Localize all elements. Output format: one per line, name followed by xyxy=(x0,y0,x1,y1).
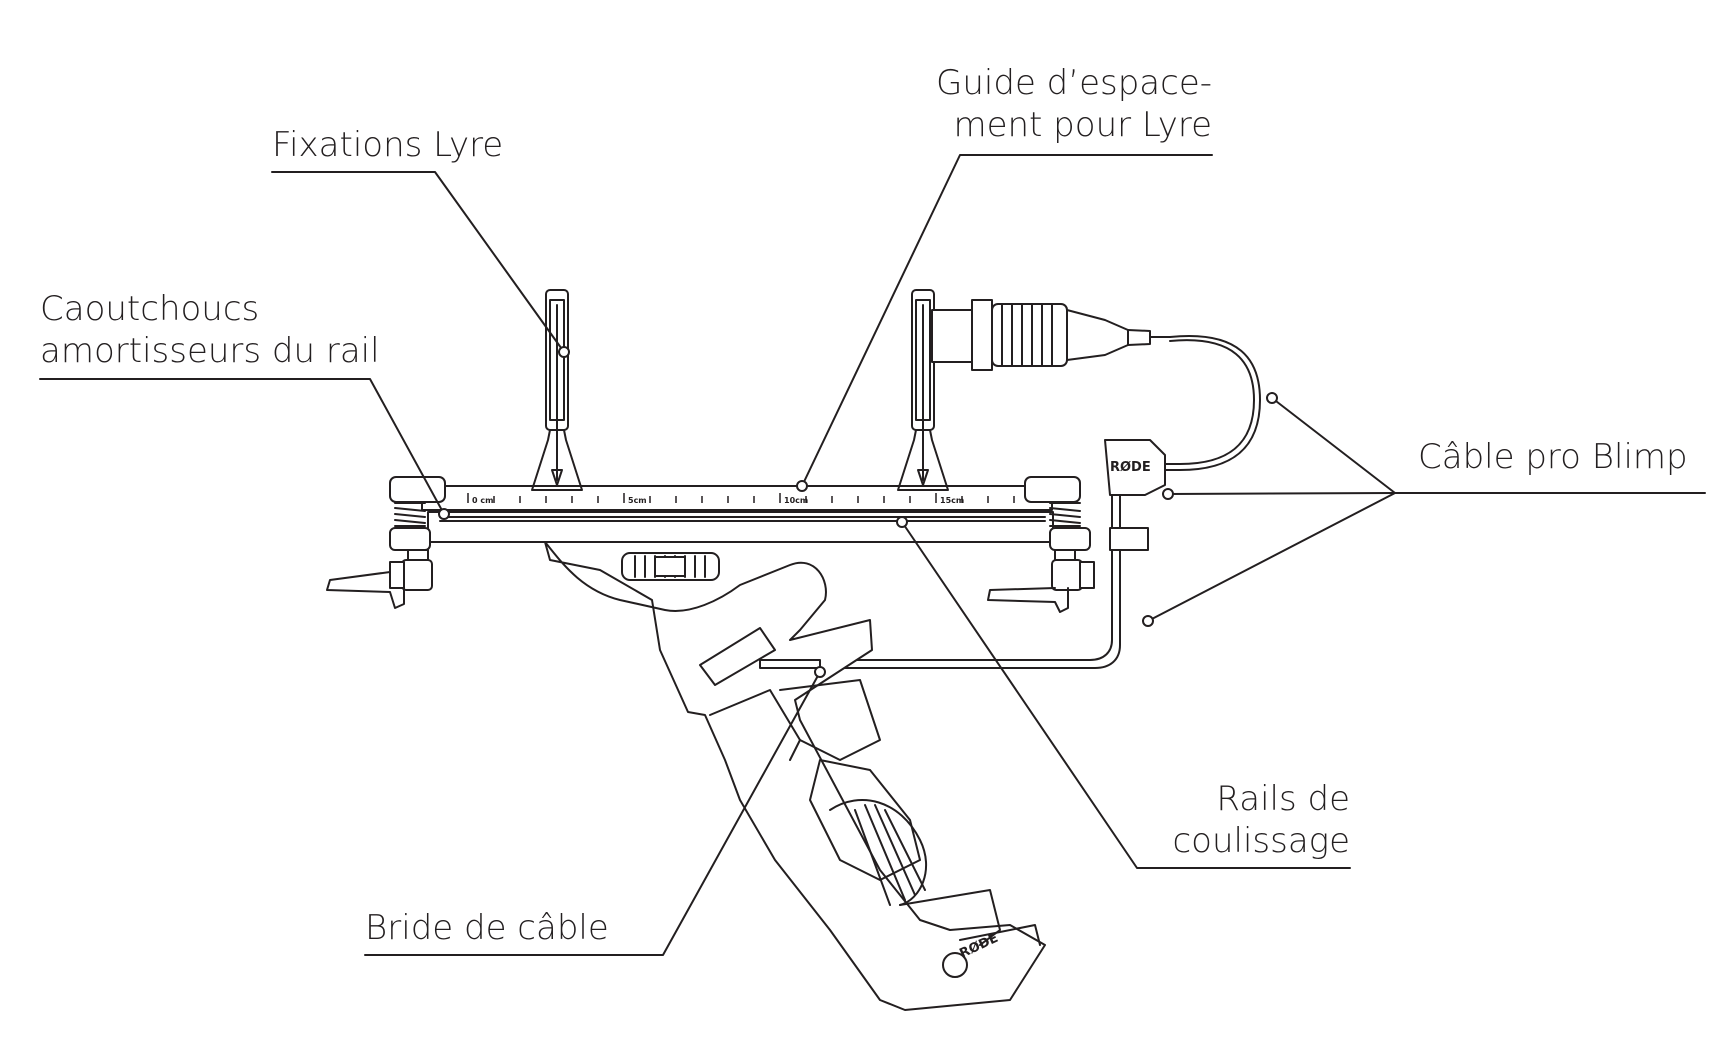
pistol-grip xyxy=(544,541,1046,1011)
label-caoutchoucs-line2: amortisseurs du rail xyxy=(40,331,380,371)
suspension-springs xyxy=(394,502,1081,527)
lyre-clip-left xyxy=(531,289,583,491)
ruler-tick-5: 5cm xyxy=(628,496,647,505)
leader-endpoints xyxy=(438,346,1278,678)
lock-knobs xyxy=(326,549,1095,613)
label-bride-cable: Bride de câble xyxy=(365,908,609,948)
ruler-tick-15: 15cm xyxy=(940,496,964,505)
cable-clamp xyxy=(759,659,821,669)
rail-knob xyxy=(621,552,720,581)
label-guide-line1: Guide d’espace- xyxy=(936,63,1212,103)
lyre-clip-right xyxy=(897,289,949,491)
label-guide-line2: ment pour Lyre xyxy=(953,105,1212,145)
ruler xyxy=(467,493,1015,503)
ruler-tick-10: 10cm xyxy=(784,496,808,505)
label-fixations-lyre: Fixations Lyre xyxy=(272,125,504,165)
label-rails-line1: Rails de xyxy=(1216,779,1350,819)
ruler-tick-0: 0 cm xyxy=(472,496,493,505)
xlr-connector xyxy=(931,299,1261,471)
label-rails-line2: coulissage xyxy=(1172,821,1350,861)
brand-mark-plug: RØDE xyxy=(1110,460,1151,475)
label-caoutchoucs-line1: Caoutchoucs xyxy=(40,289,260,329)
label-cable-blimp: Câble pro Blimp xyxy=(1418,437,1688,477)
rail-assembly xyxy=(389,476,1091,551)
leader-lines xyxy=(39,154,1706,956)
